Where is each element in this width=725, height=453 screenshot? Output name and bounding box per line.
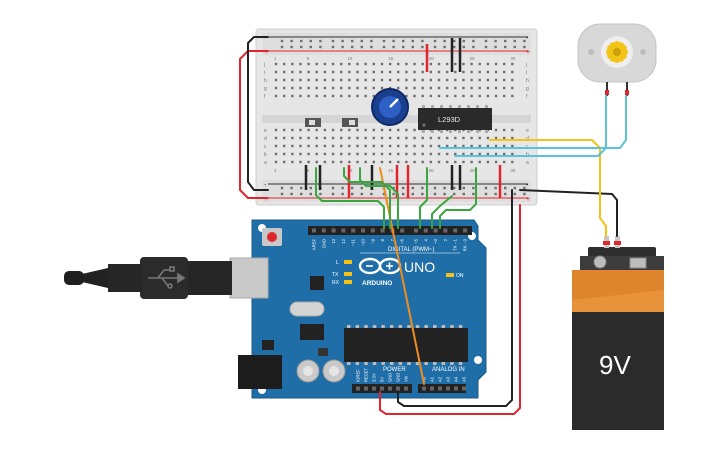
- on-led-label: ON: [456, 273, 464, 279]
- breadboard-jumpers: [304, 38, 502, 198]
- digital-pin-label: ~11: [351, 238, 356, 245]
- row-letter: j: [263, 62, 265, 68]
- power-pin-label: 5V: [380, 377, 385, 382]
- breadboard-holes: [274, 39, 526, 196]
- digital-pin-label: 4: [423, 238, 428, 241]
- rail-plus-label-bottom-left: +: [264, 196, 268, 203]
- row-letter: i: [264, 70, 265, 76]
- rail-minus-label-top-right: -: [526, 35, 529, 42]
- power-header-label: POWER: [383, 367, 406, 373]
- row-letter: f: [526, 94, 528, 100]
- digital-pin-label: ~9: [370, 238, 375, 243]
- l-led-label: L: [336, 260, 339, 266]
- column-number: 25: [470, 168, 476, 173]
- analog-header-label: ANALOG IN: [432, 367, 465, 373]
- digital-pin-label: ~3: [433, 238, 438, 243]
- digital-pin-label: ~10: [361, 238, 366, 246]
- row-letter: d: [264, 136, 267, 142]
- driver-chip: L293D: [418, 105, 492, 133]
- column-number: 20: [429, 56, 435, 61]
- power-pin-label: GND: [396, 373, 401, 382]
- battery-voltage-label: 9V: [599, 350, 631, 380]
- power-pin-label: GND: [388, 373, 393, 382]
- row-letter: f: [264, 94, 266, 100]
- digital-pin-label: 2: [443, 238, 448, 241]
- row-letter: a: [264, 160, 267, 166]
- usb-symbol-icon: [148, 266, 186, 289]
- row-letter: h: [264, 78, 267, 84]
- rx-led-label: RX: [332, 280, 340, 286]
- digital-pin-labels: AREF GND 13 12 ~11 ~10 ~9 8 7 ~6 ~5 4 ~3 2 TX→1 RX←0: [312, 238, 468, 251]
- row-letter: g: [264, 86, 267, 92]
- column-number: 30: [510, 56, 516, 61]
- power-pin-label: Vin: [404, 375, 409, 382]
- power-pin-label: IOREF: [356, 369, 361, 382]
- arduino-board: AREF GND 13 12 ~11 ~10 ~9 8 7 ~6 ~5 4 ~3 2 TX→1 RX←0 DI…: [229, 219, 487, 399]
- digital-pin-label: ~6: [400, 238, 405, 243]
- digital-pin-label: ~5: [414, 238, 419, 243]
- rail-minus-label-bottom-left: -: [264, 182, 267, 189]
- wires: [239, 36, 627, 415]
- analog-pin-label: A4: [454, 376, 459, 382]
- rail-minus-label-bottom-right: -: [526, 182, 529, 189]
- analog-pin-label: A1: [430, 376, 435, 382]
- row-letter: e: [526, 128, 529, 134]
- rail-plus-label-bottom-right: +: [526, 196, 530, 203]
- reset-button[interactable]: [267, 232, 277, 242]
- row-letter: g: [526, 86, 529, 92]
- digital-pin-label: GND: [321, 239, 326, 248]
- row-letter: i: [526, 70, 527, 76]
- digital-header: [308, 226, 472, 235]
- arduino-model-label: UNO: [404, 259, 435, 275]
- row-letter: e: [264, 128, 267, 134]
- column-number: 30: [510, 168, 516, 173]
- power-pin-label: 3.3V: [372, 373, 377, 382]
- column-number: 5: [307, 168, 310, 173]
- digital-pin-label: 7: [390, 238, 395, 241]
- microcontroller-chip: [344, 328, 468, 362]
- column-number: 25: [470, 56, 476, 61]
- column-number: 10: [347, 56, 353, 61]
- rail-plus-label-top-right: +: [526, 49, 530, 56]
- digital-pin-label: 13: [331, 238, 336, 243]
- dc-motor: [577, 23, 657, 96]
- rail-minus-label-top-left: -: [264, 35, 267, 42]
- digital-header-label: DIGITAL (PWM~): [388, 247, 435, 253]
- analog-pin-label: A3: [446, 376, 451, 382]
- column-number: 20: [429, 168, 435, 173]
- usb-cable: [64, 257, 232, 299]
- digital-pin-label: 12: [341, 238, 346, 243]
- digital-pin-label: AREF: [312, 239, 317, 251]
- usb-port: [229, 257, 269, 299]
- row-letter: a: [526, 160, 529, 166]
- tx-led-label: TX: [332, 272, 339, 278]
- potentiometer[interactable]: [371, 88, 409, 126]
- row-letter: c: [264, 144, 267, 150]
- digital-pin-label: RX←0: [463, 238, 468, 251]
- slide-switch-left[interactable]: [305, 118, 321, 127]
- power-pin-label: RESET: [364, 368, 369, 382]
- slide-switch-right[interactable]: [342, 118, 358, 127]
- row-letter: j: [525, 62, 527, 68]
- row-letter: h: [526, 78, 529, 84]
- analog-pin-label: A5: [462, 376, 467, 382]
- rail-plus-label-top-left: +: [264, 49, 268, 56]
- battery-9v: + − 9V: [572, 236, 664, 430]
- column-number: 15: [388, 56, 394, 61]
- driver-chip-label: L293D: [438, 115, 461, 124]
- column-number: 1: [274, 168, 277, 173]
- column-number: 15: [388, 168, 394, 173]
- row-letter: b: [264, 152, 267, 158]
- digital-pin-label: TX→1: [453, 238, 458, 251]
- column-number: 1: [274, 56, 277, 61]
- arduino-brand-label: ARDUINO: [362, 280, 392, 287]
- power-jack: [238, 355, 282, 389]
- column-number: 5: [307, 56, 310, 61]
- digital-pin-label: 8: [380, 238, 385, 241]
- analog-pin-label: A2: [438, 376, 443, 382]
